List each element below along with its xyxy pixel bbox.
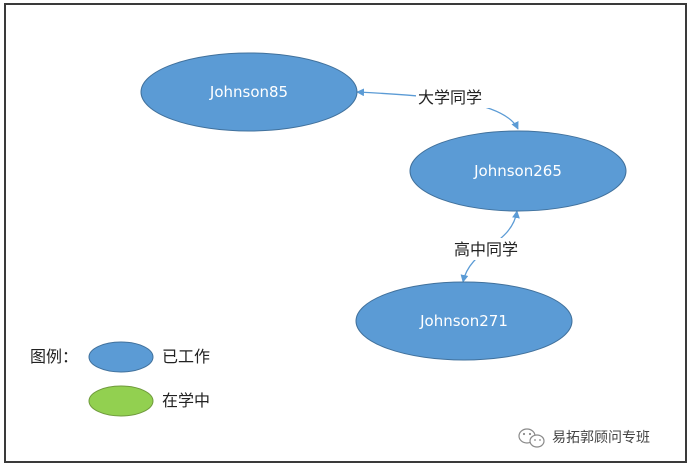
edge-label-bg xyxy=(452,238,530,260)
node-johnson85[interactable]: Johnson85 xyxy=(140,52,358,132)
legend-title: 图例： xyxy=(30,347,78,366)
legend-swatch-studying xyxy=(88,385,154,417)
edge-label-university: 大学同学 xyxy=(418,88,482,107)
edge-label-highschool: 高中同学 xyxy=(454,240,518,259)
legend-label-studying: 在学中 xyxy=(162,391,210,410)
legend-swatch-working xyxy=(88,341,154,373)
edge-label-bg xyxy=(416,86,494,108)
brand-text: 易拓郭顾问专班 xyxy=(552,429,650,446)
node-label: Johnson85 xyxy=(209,83,288,101)
wechat-icon xyxy=(518,428,545,448)
node-johnson265[interactable]: Johnson265 xyxy=(409,130,627,212)
node-label: Johnson265 xyxy=(473,162,562,180)
legend-label-working: 已工作 xyxy=(162,347,210,366)
node-johnson271[interactable]: Johnson271 xyxy=(355,281,573,361)
node-label: Johnson271 xyxy=(419,312,508,330)
legend: 图例： 已工作 在学中 xyxy=(30,341,210,417)
brand-watermark: 易拓郭顾问专班 xyxy=(518,428,650,448)
